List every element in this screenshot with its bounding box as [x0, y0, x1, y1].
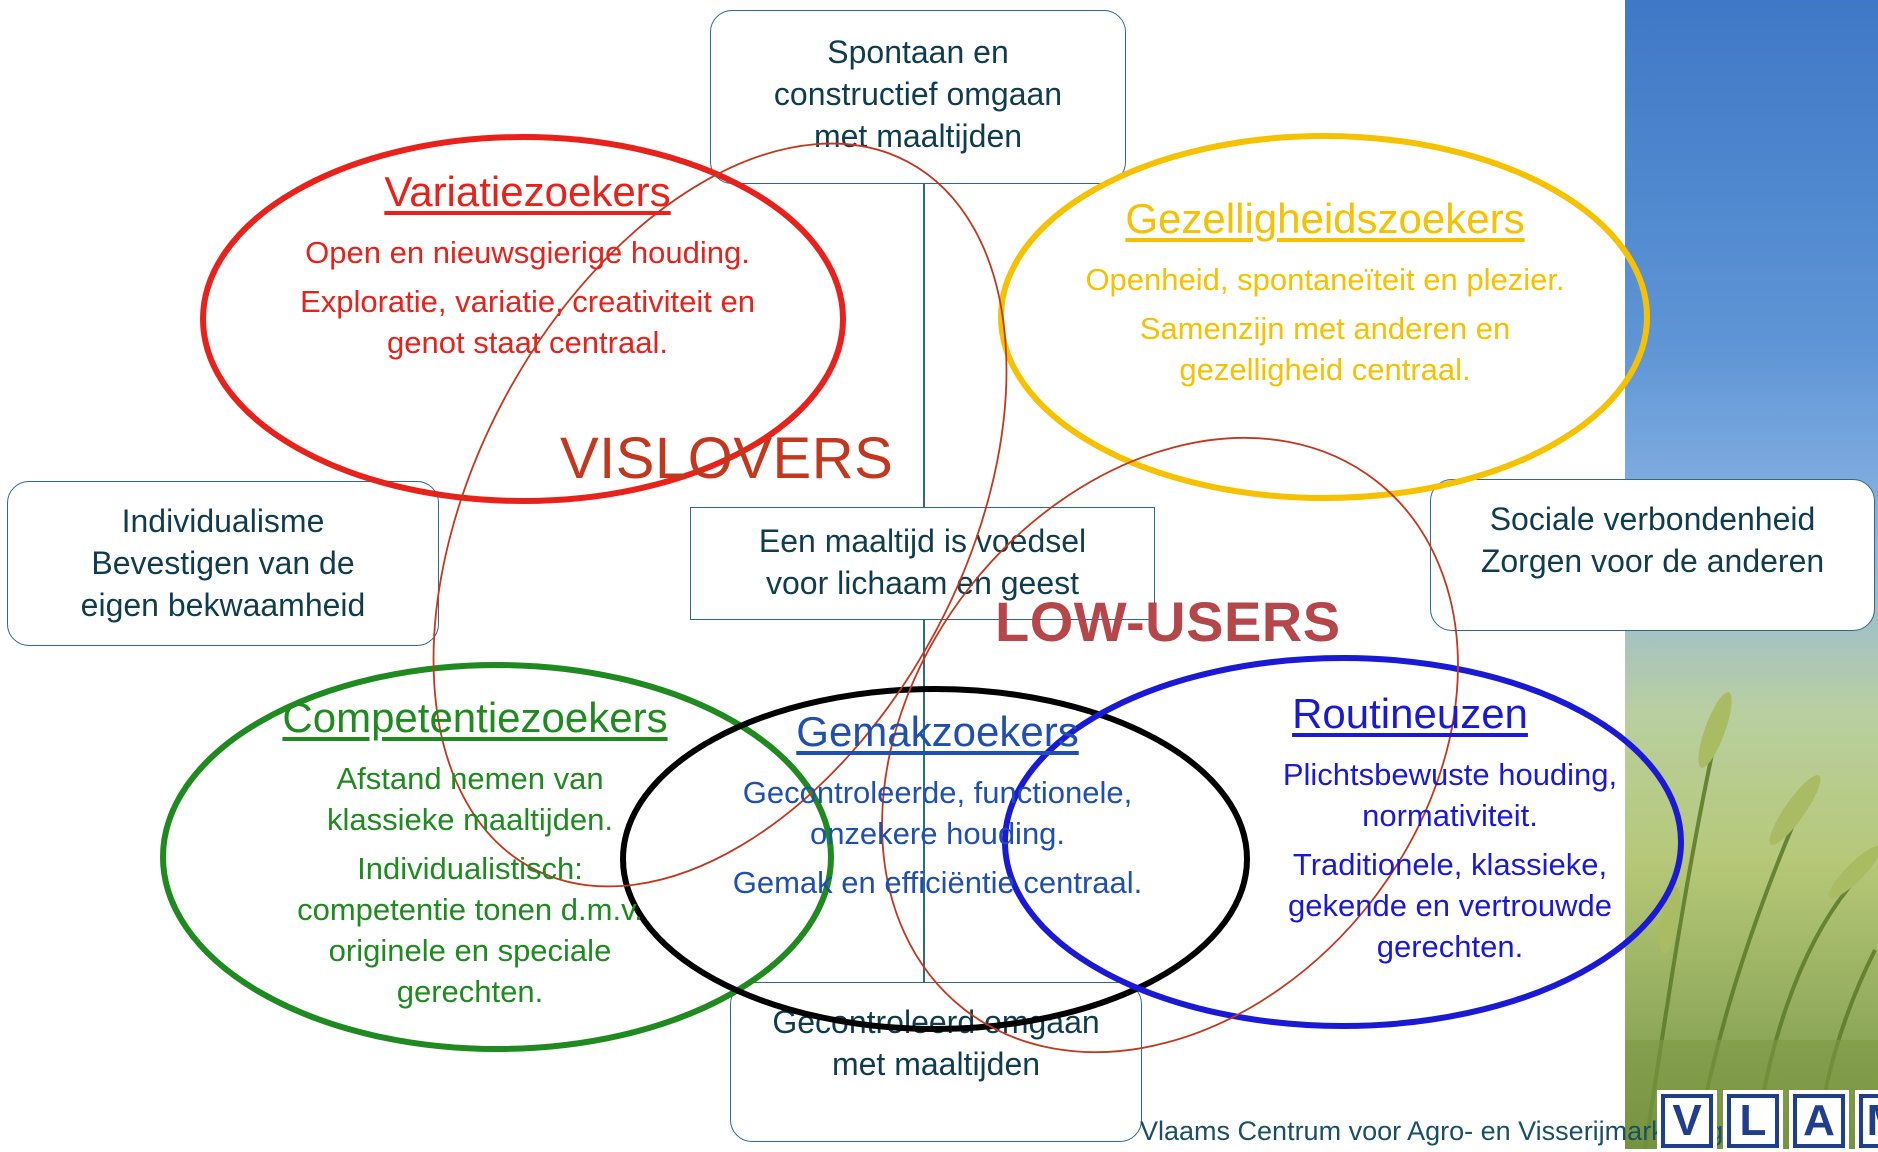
low-users-label: LOW-USERS	[995, 590, 1341, 653]
axis-center-line-1: Een maaltijd is voedsel	[758, 523, 1087, 559]
competentiezoekers-line-3: Individualistisch:	[357, 851, 583, 886]
gemakzoekers-line-2: onzekere houding.	[809, 816, 1066, 851]
segment-routineuzen: Routineuzen Plichtsbewuste houding, norm…	[1230, 690, 1670, 967]
gezelligheidszoekers-line-3: gezelligheid centraal.	[1179, 352, 1471, 387]
axis-left-line-1: Individualisme	[121, 503, 325, 539]
variatiezoekers-line-1: Open en nieuwsgierige houding.	[305, 235, 750, 270]
gemakzoekers-line-3: Gemak en efficiëntie centraal.	[732, 865, 1143, 900]
routineuzen-title: Routineuzen	[1292, 690, 1528, 737]
axis-left-box: Individualisme Bevestigen van de eigen b…	[7, 481, 439, 646]
gemakzoekers-title: Gemakzoekers	[796, 708, 1079, 755]
routineuzen-line-2: normativiteit.	[1362, 798, 1538, 833]
axis-top-line-3: met maaltijden	[813, 118, 1023, 154]
competentiezoekers-line-6: gerechten.	[396, 974, 544, 1009]
logo-letter-a: A	[1789, 1090, 1849, 1152]
axis-top-line-2: constructief omgaan	[773, 76, 1063, 112]
variatiezoekers-line-3: genot staat centraal.	[387, 325, 668, 360]
competentiezoekers-line-2: klassieke maaltijden.	[326, 802, 614, 837]
segment-competentiezoekers: Competentiezoekers Afstand nemen van kla…	[210, 694, 730, 1012]
axis-top-line-1: Spontaan en	[827, 34, 1009, 70]
axis-left-line-2: Bevestigen van de	[91, 545, 355, 581]
axis-right-line-2: Zorgen voor de anderen	[1480, 543, 1825, 579]
gezelligheidszoekers-line-1: Openheid, spontaneïteit en plezier.	[1085, 262, 1565, 297]
routineuzen-line-3: Traditionele, klassieke,	[1292, 847, 1608, 882]
routineuzen-line-5: gerechten.	[1376, 929, 1524, 964]
routineuzen-line-1: Plichtsbewuste houding,	[1282, 757, 1618, 792]
gemakzoekers-line-1: Gecontroleerde, functionele,	[742, 775, 1133, 810]
axis-right-line-1: Sociale verbondenheid	[1489, 501, 1816, 537]
logo-letter-m: M	[1855, 1090, 1878, 1152]
segment-gezelligheidszoekers: Gezelligheidszoekers Openheid, spontaneï…	[1040, 195, 1610, 390]
competentiezoekers-line-5: originele en speciale	[328, 933, 612, 968]
vislovers-label: VISLOVERS	[560, 426, 894, 491]
axis-right-box: Sociale verbondenheid Zorgen voor de and…	[1430, 479, 1875, 631]
vlam-logo: V L A M	[1657, 1090, 1878, 1152]
segment-variatiezoekers: Variatiezoekers Open en nieuwsgierige ho…	[250, 168, 805, 363]
axis-vertical-upper	[923, 184, 925, 507]
competentiezoekers-line-4: competentie tonen d.m.v.	[297, 892, 643, 927]
axis-top-box: Spontaan en constructief omgaan met maal…	[710, 10, 1126, 184]
logo-letter-l: L	[1723, 1090, 1783, 1152]
competentiezoekers-title: Competentiezoekers	[282, 694, 668, 741]
axis-left-line-3: eigen bekwaamheid	[80, 587, 366, 623]
variatiezoekers-line-2: Exploratie, variatie, creativiteit en	[300, 284, 755, 319]
segment-gemakzoekers: Gemakzoekers Gecontroleerde, functionele…	[690, 708, 1185, 903]
logo-letter-v: V	[1657, 1090, 1717, 1152]
axis-bottom-line-2: met maaltijden	[831, 1046, 1041, 1082]
variatiezoekers-title: Variatiezoekers	[384, 168, 671, 215]
axis-bottom-box: Gecontroleerd omgaan met maaltijden	[730, 982, 1142, 1142]
competentiezoekers-line-1: Afstand nemen van	[336, 761, 604, 796]
axis-bottom-line-1: Gecontroleerd omgaan	[772, 1004, 1100, 1040]
gezelligheidszoekers-line-2: Samenzijn met anderen en	[1139, 311, 1511, 346]
routineuzen-line-4: gekende en vertrouwde	[1287, 888, 1612, 923]
gezelligheidszoekers-title: Gezelligheidszoekers	[1125, 195, 1525, 242]
